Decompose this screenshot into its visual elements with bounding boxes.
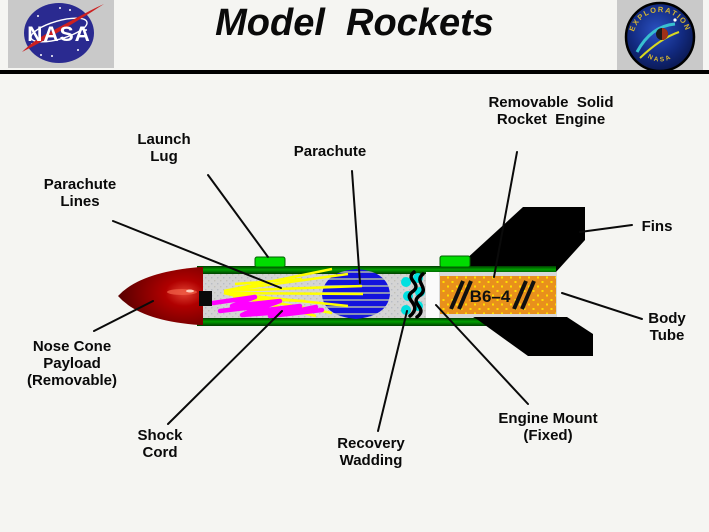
label-recovery-wadding: Recovery Wadding (337, 435, 405, 469)
nose-cone (118, 267, 203, 325)
meatball-wordmark: NASA (27, 23, 91, 46)
launch-lug-front (254, 256, 286, 268)
leader-parachute-lines (112, 220, 282, 289)
label-launch-lug: Launch Lug (137, 131, 191, 165)
engine-slashes (449, 280, 536, 310)
shock-cord (210, 294, 325, 319)
leader-lines (93, 151, 643, 432)
label-parachute: Parachute (293, 143, 367, 160)
meatball-swoosh (22, 4, 104, 52)
fin-bottom (473, 317, 593, 356)
patch-swoosh-gold (639, 31, 680, 59)
label-removable-engine: Removable Solid Rocket Engine (488, 94, 614, 128)
exploration-patch-logo: EXPLORATION NASA (617, 0, 703, 74)
launch-lug-rear (439, 255, 471, 268)
engine-mount-ring (426, 272, 439, 318)
label-fins: Fins (641, 218, 673, 235)
leader-shock-cord (167, 310, 283, 425)
meatball-orbit (30, 17, 88, 43)
svg-text:NASA: NASA (647, 53, 674, 63)
label-body-tube: Body Tube (648, 310, 686, 344)
leader-removable-engine (493, 151, 518, 278)
body-tube-wall-bottom (197, 318, 556, 326)
leader-parachute (351, 170, 361, 284)
leader-nose-cone (93, 300, 154, 332)
fin-top (452, 207, 585, 272)
header-divider-rule (0, 70, 709, 74)
rocket-engine: B6–4 (439, 272, 557, 318)
leader-body-tube (561, 292, 643, 320)
patch-star (673, 18, 677, 22)
leader-recovery-wadding (377, 310, 408, 432)
recovery-wadding (401, 270, 426, 319)
meatball-stars (31, 7, 87, 57)
leader-fins (579, 224, 633, 233)
leader-engine-mount (435, 304, 529, 405)
label-engine-mount: Engine Mount (Fixed) (498, 410, 598, 444)
patch-planet-shade (662, 28, 668, 40)
body-tube-wall-top (197, 266, 556, 274)
patch-swoosh-teal (635, 22, 676, 53)
patch-bottom-text: NASA (647, 53, 672, 63)
engine-designation-label: B6–4 (470, 287, 511, 306)
cord-anchor-block (199, 291, 212, 306)
nasa-meatball-logo: NASA (8, 0, 114, 68)
label-parachute-lines: Parachute Lines (43, 176, 117, 210)
page-title: Model Rockets (215, 2, 494, 44)
label-nose-cone: Nose Cone Payload (Removable) (26, 338, 118, 389)
label-shock-cord: Shock Cord (137, 427, 183, 461)
leader-launch-lug (207, 174, 269, 258)
